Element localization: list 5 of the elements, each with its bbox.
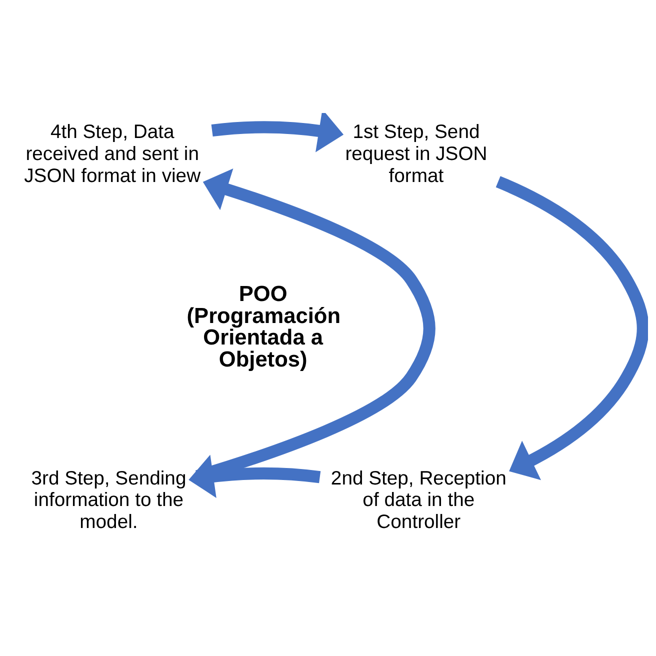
node-text: 2nd Step, Reception of data in the Controller: [330, 466, 506, 533]
node-text: POO (Programación Orientada a Objetos): [186, 280, 341, 372]
node-text: 4th Step, Data received and sent in JSON format in view: [24, 120, 201, 186]
node-text: 3rd Step, Sending information to the model.: [31, 466, 186, 533]
node-text: 1st Step, Send request in JSON format: [345, 120, 488, 186]
